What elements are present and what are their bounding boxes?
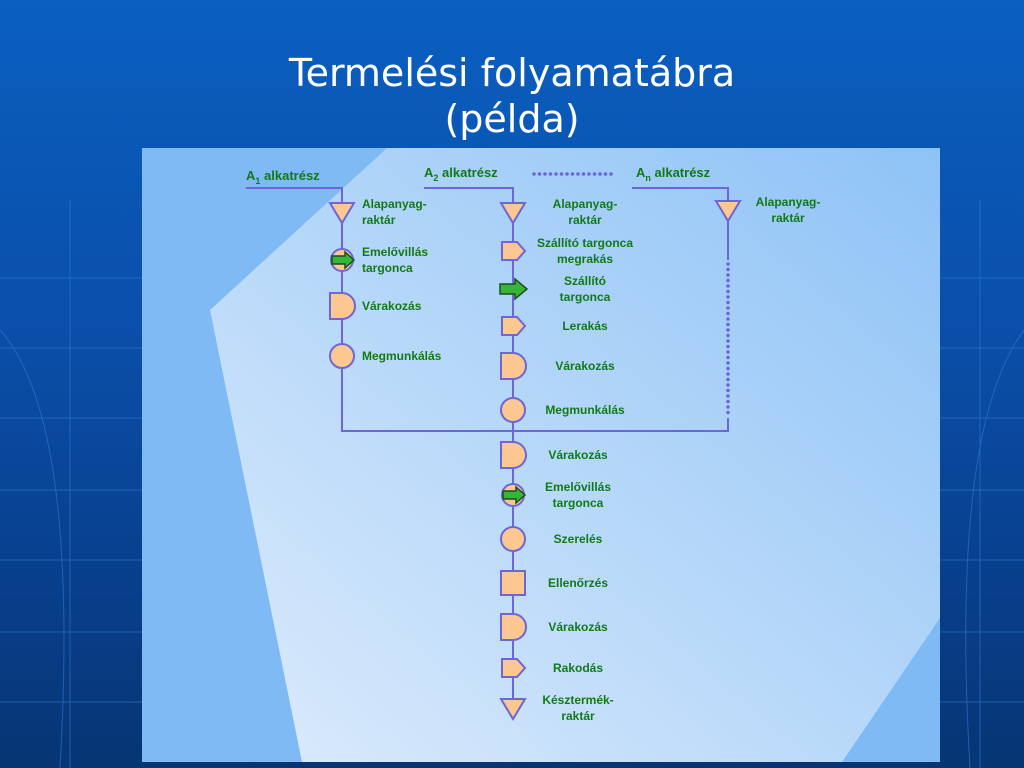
connector-dot	[726, 372, 730, 376]
connector-dot	[581, 172, 586, 176]
connector-dot	[726, 377, 730, 382]
delay-d-symbol	[500, 441, 527, 469]
connector-dot	[726, 361, 730, 365]
step-label: Alapanyag-raktár	[362, 197, 427, 227]
connector-dot	[543, 172, 547, 176]
step-label: Ellenőrzés	[548, 576, 608, 590]
connector-dot	[726, 388, 730, 393]
step-label: Alapanyag-raktár	[553, 197, 618, 227]
handling-pentagon-symbol	[501, 316, 527, 336]
connector-dot	[565, 172, 569, 176]
connector-dot	[726, 399, 730, 404]
title-line-2: (példa)	[444, 97, 580, 141]
connector-dot	[726, 383, 730, 387]
connector-dot	[726, 394, 730, 398]
connector-dot	[726, 267, 730, 272]
transport-circle-arrow-symbol	[501, 483, 527, 507]
connector-dot	[587, 172, 591, 176]
delay-d-symbol	[500, 613, 527, 641]
connector-dot	[570, 172, 575, 176]
step-label: Várakozás	[548, 620, 608, 634]
delay-d-symbol	[329, 292, 356, 320]
step-label: Megmunkálás	[362, 349, 442, 363]
handling-pentagon-symbol	[501, 241, 527, 261]
connector-dot	[598, 172, 602, 176]
connector-dot	[726, 410, 730, 415]
connector-dot	[726, 289, 730, 294]
step-label: Rakodás	[553, 661, 603, 675]
connector-dot	[576, 172, 580, 176]
connector-dot	[548, 172, 553, 176]
operation-circle-symbol	[329, 343, 355, 369]
title-line-1: Termelési folyamatábra	[288, 51, 736, 95]
flowchart-panel: A1 alkatrész A2 alkatrész An alkatrész Ala…	[142, 148, 940, 762]
connector-dot	[592, 172, 597, 176]
connector-dot	[726, 322, 730, 327]
transport-circle-arrow-symbol	[330, 248, 356, 272]
connector-dot	[537, 172, 542, 176]
connector-dot	[726, 333, 730, 338]
branch-headers: A1 alkatrész A2 alkatrész An alkatrész	[246, 165, 711, 186]
flowchart-svg: A1 alkatrész A2 alkatrész An alkatrész Ala…	[210, 148, 940, 762]
inspection-square-symbol	[500, 570, 526, 596]
connector-dot	[603, 172, 608, 176]
connector-dot	[726, 300, 730, 305]
connector-dot	[726, 295, 730, 299]
storage-triangle-symbol	[714, 200, 742, 223]
connector-dot	[726, 344, 730, 349]
branch-header-2: A2 alkatrész	[424, 165, 498, 183]
step-label: Várakozás	[555, 359, 615, 373]
transport-arrow-symbol	[499, 277, 529, 301]
storage-triangle-symbol	[499, 698, 527, 721]
connector-dot	[609, 172, 613, 176]
connector-dot	[726, 366, 730, 371]
connector-dot	[726, 328, 730, 332]
operation-circle-symbol	[500, 397, 526, 423]
step-label: Lerakás	[562, 319, 608, 333]
connector-dot	[726, 306, 730, 310]
branch-header-1: A1 alkatrész	[246, 168, 320, 186]
step-label: Várakozás	[548, 448, 608, 462]
handling-pentagon-symbol	[501, 658, 527, 678]
connector-dot	[559, 172, 564, 176]
connector-dot	[726, 405, 730, 409]
connector-dot	[726, 355, 730, 360]
operation-circle-symbol	[500, 526, 526, 552]
connector-dot	[726, 339, 730, 343]
connector-dot	[726, 350, 730, 354]
light-diagonal-area	[210, 148, 940, 762]
step-label: Várakozás	[362, 299, 422, 313]
step-label: Késztermék-raktár	[542, 693, 613, 723]
step-label: Alapanyag-raktár	[756, 195, 821, 225]
delay-d-symbol	[500, 352, 527, 380]
step-label: Szerelés	[554, 532, 603, 546]
connector-dot	[726, 284, 730, 288]
connector-dot	[726, 273, 730, 277]
storage-triangle-symbol	[328, 202, 356, 225]
storage-triangle-symbol	[499, 202, 527, 225]
slide-title: Termelési folyamatábra (példa)	[0, 50, 1024, 142]
connector-dot	[726, 262, 730, 266]
connector-dot	[532, 172, 536, 176]
connector-dot	[554, 172, 558, 176]
branch-header-3: An alkatrész	[636, 165, 711, 183]
connector-dot	[726, 311, 730, 316]
connector-dot	[726, 278, 730, 283]
connector-dot	[726, 317, 730, 321]
step-label: Megmunkálás	[545, 403, 625, 417]
dotted-connectors	[532, 172, 730, 415]
